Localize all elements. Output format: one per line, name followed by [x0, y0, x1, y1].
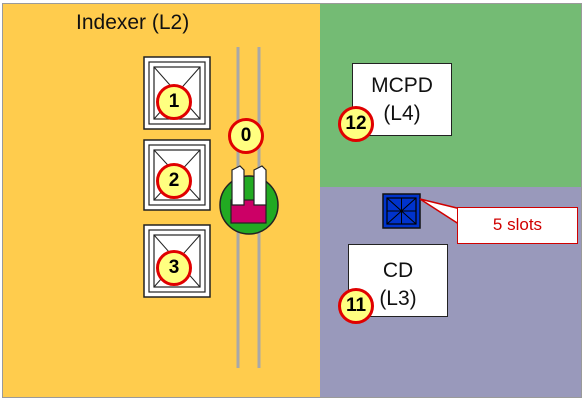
slots-callout: 5 slots: [457, 207, 578, 244]
mcpd-name: MCPD: [371, 74, 433, 97]
indexer-title: Indexer (L2): [76, 11, 190, 34]
slot-3-badge: 3: [156, 250, 192, 286]
mcpd-badge: 12: [338, 106, 374, 142]
slot-2-badge: 2: [156, 163, 192, 199]
robot-badge: 0: [228, 118, 264, 154]
robot-icon: [219, 165, 279, 235]
cd-badge: 11: [338, 288, 374, 324]
cd-station: CD (L3): [348, 244, 448, 317]
slot-1-badge: 1: [156, 84, 192, 120]
mcpd-station: MCPD (L4): [352, 63, 452, 136]
mcpd-level: (L4): [383, 102, 421, 125]
cassette-icon: [382, 193, 421, 229]
cd-name: CD: [382, 259, 414, 282]
cd-level: (L3): [379, 287, 417, 310]
